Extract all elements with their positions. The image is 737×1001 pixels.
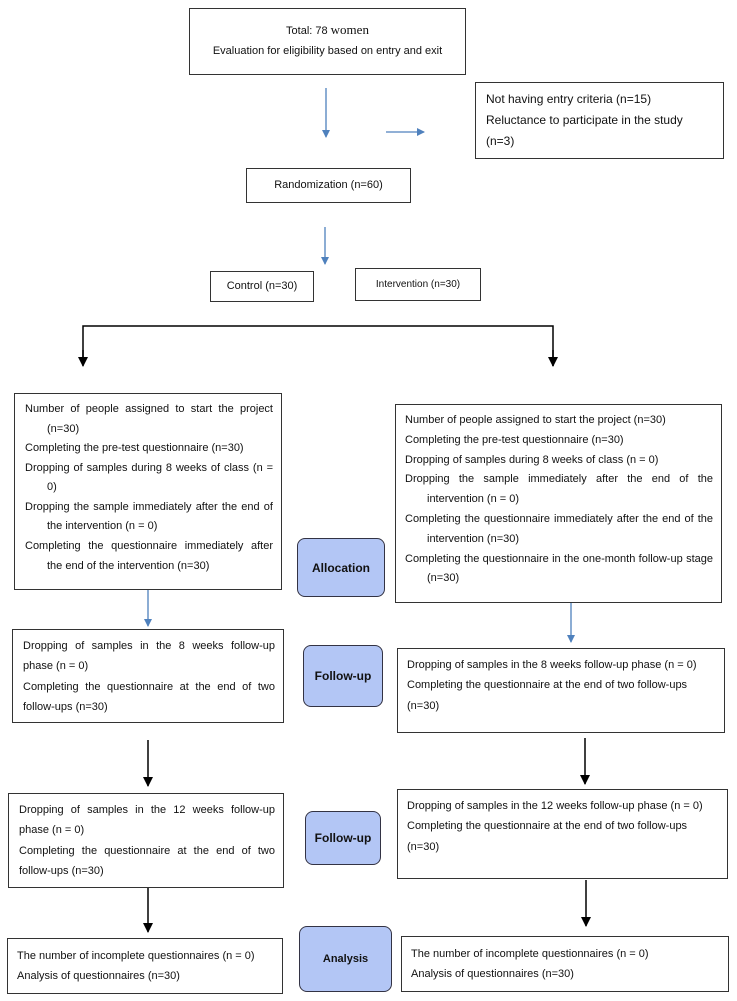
list-item: Dropping of samples in the 12 weeks foll… <box>407 800 703 812</box>
total-prefix: Total: 78 <box>286 25 331 37</box>
stage-followup-2: Follow-up <box>305 811 381 865</box>
excluded-line: Reluctance to participate in the study (… <box>486 113 683 148</box>
list-item: Number of people assigned to start the p… <box>405 414 666 426</box>
randomization-box: Randomization (n=60) <box>246 168 411 203</box>
intervention-followup12-box: Dropping of samples in the 12 weeks foll… <box>397 789 728 879</box>
control-group-label: Control (n=30) <box>226 280 298 292</box>
eligibility-text: Evaluation for eligibility based on entr… <box>212 44 443 57</box>
stage-allocation: Allocation <box>297 538 385 597</box>
list-item: Completing the questionnaire at the end … <box>407 820 688 853</box>
stage-analysis: Analysis <box>299 926 392 992</box>
control-analysis-box: The number of incomplete questionnaires … <box>7 938 283 994</box>
control-followup8-box: Dropping of samples in the 8 weeks follo… <box>12 629 284 723</box>
list-item: Analysis of questionnaires (n=30) <box>17 969 180 982</box>
stage-allocation-label: Allocation <box>311 560 370 575</box>
intervention-group-box: Intervention (n=30) <box>355 268 481 301</box>
randomization-label: Randomization (n=60) <box>274 179 383 191</box>
list-item: Dropping of samples in the 12 weeks foll… <box>19 804 275 837</box>
list-item: Completing the questionnaire at the end … <box>19 844 275 878</box>
excluded-line: Not having entry criteria (n=15) <box>486 92 652 106</box>
list-item: Completing the questionnaire in the one-… <box>405 552 713 585</box>
intervention-allocation-box: Number of people assigned to start the p… <box>395 404 722 603</box>
intervention-analysis-box: The number of incomplete questionnaires … <box>401 936 729 992</box>
control-allocation-box: Number of people assigned to start the p… <box>14 393 282 590</box>
list-item: Dropping the sample immediately after th… <box>405 473 713 506</box>
list-item: Analysis of questionnaires (n=30) <box>411 967 574 980</box>
list-item: Completing the pre-test questionnaire (n… <box>25 442 244 455</box>
excluded-box: Not having entry criteria (n=15) Relucta… <box>475 82 724 159</box>
list-item: Completing the questionnaire at the end … <box>23 680 275 714</box>
stage-analysis-label: Analysis <box>322 953 369 965</box>
total-box: Total: 78 women Evaluation for eligibili… <box>189 8 466 75</box>
list-item: Completing the questionnaire immediately… <box>405 512 713 545</box>
list-item: Number of people assigned to start the p… <box>25 403 273 435</box>
list-item: Dropping of samples during 8 weeks of cl… <box>405 453 659 466</box>
control-followup12-box: Dropping of samples in the 12 weeks foll… <box>8 793 284 888</box>
intervention-group-label: Intervention (n=30) <box>375 279 461 290</box>
control-group-box: Control (n=30) <box>210 271 314 302</box>
list-item: The number of incomplete questionnaires … <box>411 948 649 960</box>
stage-followup-1-label: Follow-up <box>314 669 372 683</box>
stage-followup-2-label: Follow-up <box>314 831 372 845</box>
split-connector <box>82 325 554 366</box>
stage-followup-1: Follow-up <box>303 645 383 707</box>
intervention-followup8-box: Dropping of samples in the 8 weeks follo… <box>397 648 725 733</box>
list-item: Completing the pre-test questionnaire (n… <box>405 433 624 446</box>
total-women: women <box>330 22 369 37</box>
list-item: Completing the questionnaire immediately… <box>25 540 273 572</box>
list-item: Dropping of samples during 8 weeks of cl… <box>25 461 273 494</box>
list-item: Completing the questionnaire at the end … <box>407 679 688 712</box>
list-item: Dropping the sample immediately after th… <box>25 500 273 533</box>
list-item: Dropping of samples in the 8 weeks follo… <box>407 659 697 671</box>
list-item: The number of incomplete questionnaires … <box>17 950 255 962</box>
list-item: Dropping of samples in the 8 weeks follo… <box>23 640 275 673</box>
